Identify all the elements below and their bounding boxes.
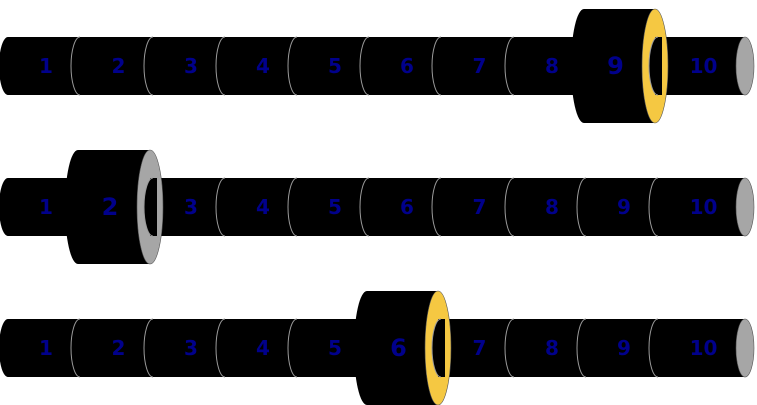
selector-row-2: 1 2 3 4 5 6 7 8 9 10 [0,150,754,264]
segment-label[interactable]: 9 [617,336,631,360]
segment-label[interactable]: 4 [256,54,270,78]
selected-segment-label[interactable]: 9 [607,52,624,80]
selector-row-3: 1 2 3 4 5 6 7 8 9 10 [0,291,754,405]
segment-label[interactable]: 6 [400,195,414,219]
segment-label[interactable]: 5 [328,336,342,360]
segment-label[interactable]: 1 [39,336,53,360]
segment-label[interactable]: 10 [690,54,718,78]
selected-segment-label[interactable]: 6 [390,334,407,362]
segment-label[interactable]: 8 [545,54,559,78]
segment-label[interactable]: 2 [112,336,126,360]
segment-label[interactable]: 1 [39,54,53,78]
end-cap [736,37,754,95]
segment-label[interactable]: 7 [473,195,487,219]
segment-label[interactable]: 4 [256,336,270,360]
segment-label[interactable]: 3 [184,336,198,360]
segment-label[interactable]: 7 [473,336,487,360]
segment-label[interactable]: 10 [690,336,718,360]
segment-label[interactable]: 6 [400,54,414,78]
end-cap [736,319,754,377]
selector-row-1: 1 2 3 4 5 6 7 8 9 10 [0,9,754,123]
segment-label[interactable]: 3 [184,195,198,219]
segment-label[interactable]: 8 [545,336,559,360]
segment-label[interactable]: 10 [690,195,718,219]
segment-label[interactable]: 5 [328,54,342,78]
segment-label[interactable]: 7 [473,54,487,78]
selected-segment-label[interactable]: 2 [102,193,119,221]
segment-label[interactable]: 3 [184,54,198,78]
segment-label[interactable]: 9 [617,195,631,219]
segment-label[interactable]: 2 [112,54,126,78]
end-cap [736,178,754,236]
segment-label[interactable]: 4 [256,195,270,219]
segment-label[interactable]: 1 [39,195,53,219]
segment-label[interactable]: 5 [328,195,342,219]
segment-label[interactable]: 8 [545,195,559,219]
